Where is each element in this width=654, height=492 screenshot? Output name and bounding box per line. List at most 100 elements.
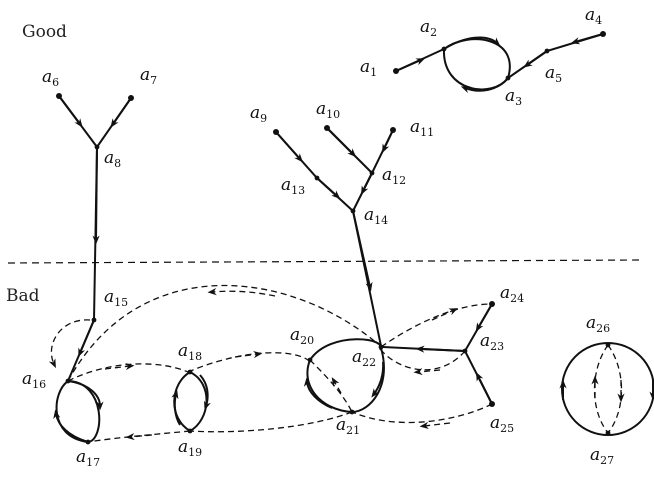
edge-a27-a26-dashed bbox=[593, 344, 609, 434]
edge-a22-a24-arrow bbox=[431, 308, 459, 321]
edge-a19-a17-arrow bbox=[125, 433, 153, 441]
edge-a19-a18-left-arrow bbox=[171, 389, 181, 426]
edge-a7-a8-arrow bbox=[110, 97, 132, 128]
edge-a10-a12-arrow bbox=[326, 127, 357, 158]
node-a25 bbox=[489, 401, 495, 407]
edge-a23-a22-dashed-arrow bbox=[413, 368, 441, 376]
node-a19 bbox=[187, 428, 193, 434]
region-good-label: Good bbox=[22, 22, 67, 42]
node-a3 bbox=[505, 75, 511, 81]
label-a14: a14 bbox=[364, 205, 388, 227]
node-a1 bbox=[393, 68, 399, 74]
edge-a24-a23-arrow bbox=[475, 303, 493, 332]
edge-a6-a8-arrow bbox=[58, 95, 83, 128]
node-a18 bbox=[187, 369, 193, 375]
node-a22 bbox=[378, 344, 384, 350]
region-bad-label: Bad bbox=[6, 286, 40, 306]
edge-a4-a5-arrow bbox=[570, 33, 604, 45]
edge-a26-a27-dashed bbox=[607, 344, 623, 434]
edge-a16-a17-right bbox=[67, 380, 101, 443]
label-a11: a11 bbox=[410, 117, 434, 139]
cycle-a26-a27 bbox=[561, 342, 654, 436]
edge-a2-a3-upper bbox=[443, 38, 511, 79]
node-a16 bbox=[65, 378, 71, 384]
label-a3: a3 bbox=[505, 86, 522, 108]
label-a6: a6 bbox=[42, 67, 59, 89]
edge-a17-a16-left bbox=[55, 380, 89, 443]
edge-a13-a14-arrow bbox=[316, 177, 341, 200]
edge-a21-a20-left bbox=[306, 359, 353, 413]
node-a10 bbox=[324, 125, 330, 131]
edge-a9-a13-arrow bbox=[275, 131, 303, 163]
edge-a25-a23-arrow bbox=[475, 371, 493, 405]
label-a22: a22 bbox=[352, 347, 376, 369]
label-a7: a7 bbox=[140, 65, 157, 87]
label-a13: a13 bbox=[281, 175, 305, 197]
edge-a20-a21-dashed bbox=[309, 359, 353, 413]
edge-a16-a18-arrow bbox=[104, 362, 135, 371]
label-a21: a21 bbox=[336, 415, 360, 437]
edge-a14-a22-arrow bbox=[352, 210, 373, 292]
node-a23 bbox=[462, 348, 468, 354]
label-a8: a8 bbox=[104, 148, 121, 170]
label-a4: a4 bbox=[585, 5, 602, 27]
node-a12 bbox=[369, 170, 375, 176]
node-a7 bbox=[128, 95, 134, 101]
label-a16: a16 bbox=[22, 369, 46, 391]
label-a17: a17 bbox=[76, 447, 100, 469]
node-a21 bbox=[349, 409, 355, 415]
label-a20: a20 bbox=[290, 325, 314, 347]
node-a27 bbox=[605, 430, 611, 436]
node-a24 bbox=[489, 301, 495, 307]
edge-a25-a21-dashed bbox=[351, 403, 493, 424]
node-a20 bbox=[307, 357, 313, 363]
edge-a19-a18-left bbox=[173, 371, 191, 432]
label-a19: a19 bbox=[178, 437, 202, 459]
label-a9: a9 bbox=[250, 103, 267, 125]
edge-a25-a21-arrow bbox=[419, 421, 451, 430]
component-a6-a8 bbox=[56, 93, 134, 321]
edge-a23-a22-arrow bbox=[415, 345, 466, 353]
label-a23: a23 bbox=[480, 331, 504, 353]
edge-a16-a17-right-arrow bbox=[67, 380, 104, 411]
component-a1-a5 bbox=[393, 31, 606, 94]
node-a8 bbox=[94, 144, 100, 150]
label-a27: a27 bbox=[590, 445, 614, 467]
label-a24: a24 bbox=[500, 283, 524, 305]
node-a15 bbox=[91, 317, 97, 323]
label-a26: a26 bbox=[586, 313, 610, 335]
edge-a17-a16-left-arrow bbox=[53, 409, 89, 443]
node-a5 bbox=[544, 48, 550, 54]
edge-a22-a21-arrow bbox=[371, 361, 385, 398]
node-a26 bbox=[605, 342, 611, 348]
label-a2: a2 bbox=[420, 17, 437, 39]
label-a5: a5 bbox=[545, 63, 562, 85]
edge-a12-a14-arrow bbox=[360, 172, 373, 196]
label-a1: a1 bbox=[360, 57, 377, 79]
label-a25: a25 bbox=[490, 413, 514, 435]
label-a18: a18 bbox=[178, 341, 202, 363]
node-a4 bbox=[600, 31, 606, 37]
edge-a15-a16-arrow bbox=[78, 319, 95, 358]
node-labels: a1 a2 a3 a4 a5 a6 a7 a8 a9 a10 a11 a12 a… bbox=[22, 5, 614, 469]
node-a14 bbox=[350, 208, 356, 214]
edge-a21-a20-arrow bbox=[303, 377, 333, 409]
label-a12: a12 bbox=[382, 165, 406, 187]
bad-region-graph bbox=[48, 284, 654, 445]
node-a2 bbox=[441, 46, 447, 52]
edge-a16-a22-dashed-arrow bbox=[207, 288, 276, 297]
edge-a3-a2-lower bbox=[442, 48, 509, 91]
edge-a2-a3-upper-arrow bbox=[443, 36, 501, 50]
edge-a21-a20-dashed-arrow bbox=[331, 377, 342, 394]
node-a13 bbox=[314, 175, 320, 181]
label-a10: a10 bbox=[316, 99, 340, 121]
good-bad-separator bbox=[7, 259, 643, 264]
edge-a21-a19-dashed bbox=[189, 411, 353, 433]
node-a11 bbox=[390, 127, 396, 133]
edge-a18-a20-arrow bbox=[234, 351, 263, 359]
node-a6 bbox=[56, 93, 62, 99]
edge-a15-a16-dashed bbox=[48, 319, 91, 369]
edge-a18-a19-right-arrow bbox=[199, 374, 211, 411]
label-a15: a15 bbox=[104, 287, 128, 309]
